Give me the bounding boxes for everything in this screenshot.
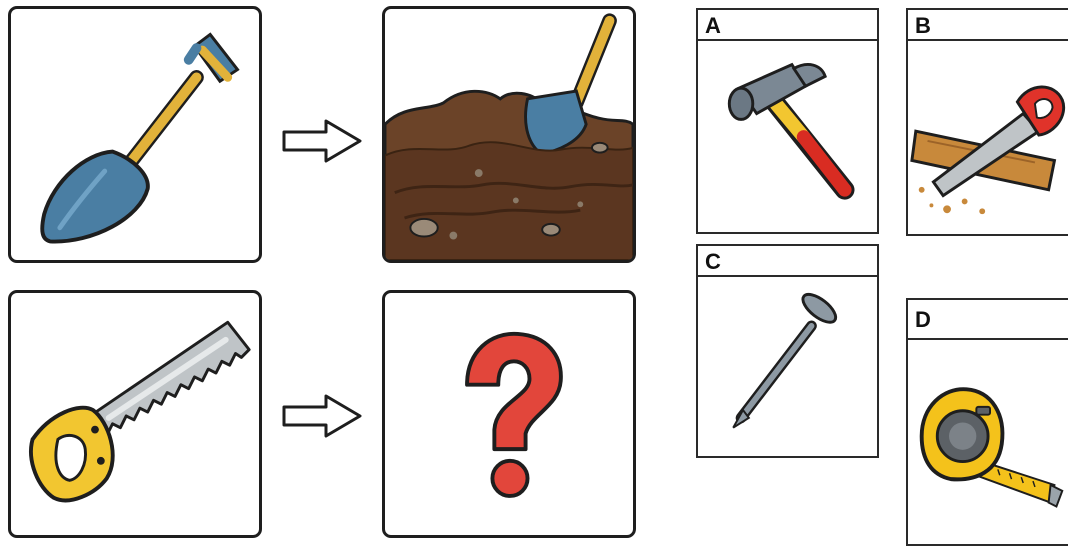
- saw-tile: [8, 290, 262, 538]
- nail-icon: [698, 277, 877, 458]
- option-a-header: A: [698, 10, 877, 41]
- option-b[interactable]: B: [906, 8, 1068, 236]
- digging-in-soil-icon: [385, 9, 633, 260]
- question-mark-icon: [385, 293, 633, 535]
- option-a-letter: A: [705, 13, 721, 39]
- option-b-letter: B: [915, 13, 931, 39]
- digging-tile: [382, 6, 636, 263]
- tape-measure-icon: [908, 340, 1068, 546]
- option-c-letter: C: [705, 249, 721, 275]
- shovel-icon: [11, 9, 259, 260]
- shovel-tile: [8, 6, 262, 263]
- answer-tile: [382, 290, 636, 538]
- hammer-icon: [698, 41, 877, 234]
- option-c-header: C: [698, 246, 877, 277]
- saw-cutting-wood-icon: [908, 41, 1068, 236]
- arrow-right-icon: [282, 393, 364, 439]
- option-d-header: D: [908, 300, 1068, 340]
- option-c[interactable]: C: [696, 244, 879, 458]
- hand-saw-icon: [11, 293, 259, 535]
- option-b-header: B: [908, 10, 1068, 41]
- option-d-letter: D: [915, 307, 931, 333]
- arrow-right-icon: [282, 118, 364, 164]
- option-d[interactable]: D: [906, 298, 1068, 546]
- option-a[interactable]: A: [696, 8, 879, 234]
